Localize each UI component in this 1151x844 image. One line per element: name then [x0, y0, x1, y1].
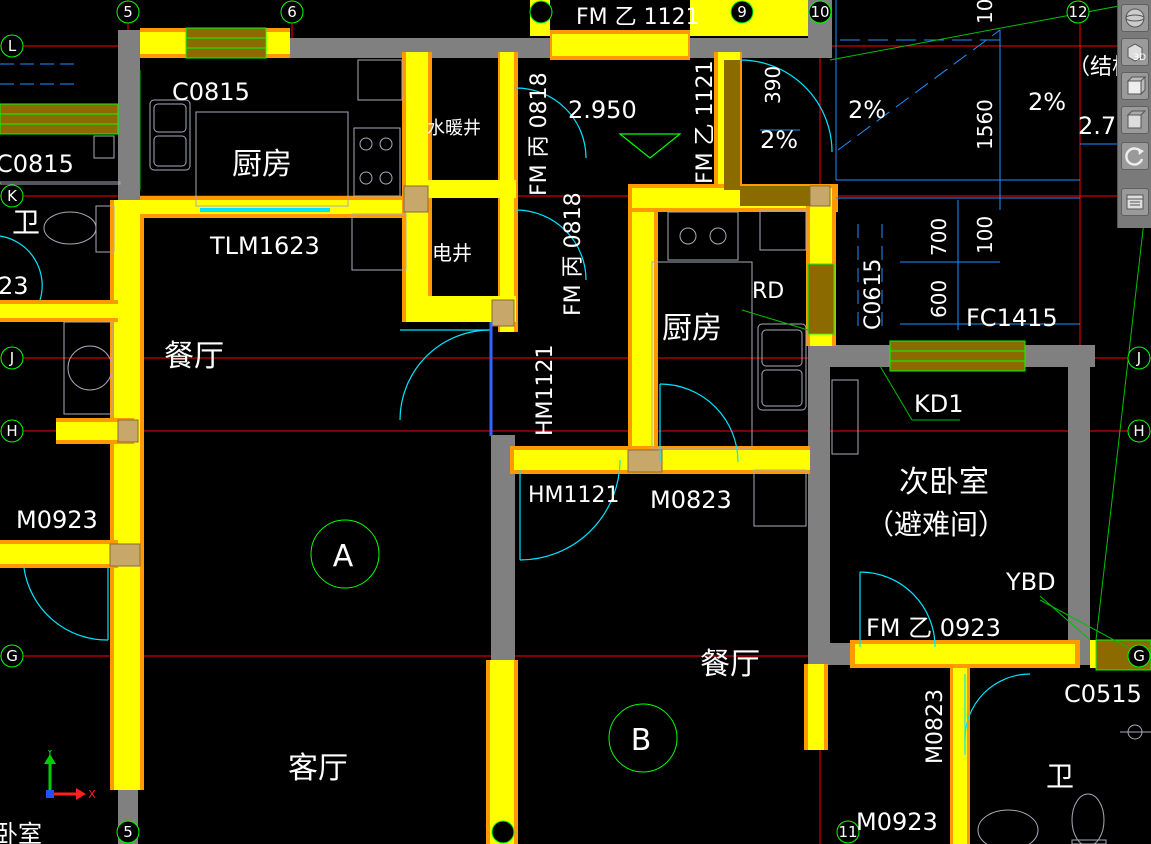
cube-view-icon[interactable]	[1121, 72, 1149, 100]
walls	[0, 0, 1120, 844]
axis-label-h-right: H	[1133, 422, 1144, 440]
tag-kd1: KD1	[914, 390, 964, 418]
axis-label-6: 6	[287, 3, 297, 21]
tag-c0815-b: C0815	[0, 150, 74, 178]
tag-dim-600: 600	[927, 280, 951, 318]
fixtures	[0, 59, 1151, 844]
elevation-marker	[618, 133, 682, 159]
tag-c0515: C0515	[1064, 680, 1142, 708]
tag-dim-700: 700	[927, 218, 951, 256]
tag-hm1121-h: HM1121	[528, 483, 620, 508]
concrete-columns	[118, 0, 1095, 844]
tag-elevation: 2.950	[568, 96, 637, 124]
axis-label-9: 9	[737, 3, 747, 21]
room-kitchen-left: 厨房	[232, 147, 292, 182]
axis-labels: 5 6 9 10 12 5 11 L K J H G J H G	[6, 3, 1145, 841]
room-bedroom: 次卧室	[899, 465, 989, 500]
tag-m0823-h: M0823	[650, 486, 732, 514]
room-bath-right: 卫	[1046, 760, 1074, 793]
tag-fm-yi-1121-top: FM 乙 1121	[576, 5, 700, 30]
dimension-lines	[0, 0, 1151, 330]
room-bath-left: 卫	[12, 206, 40, 239]
tag-fm-bing-0818-a: FM 丙 0818	[527, 72, 552, 196]
axis-label-h-left: H	[6, 422, 17, 440]
leader-lines	[741, 309, 1091, 641]
tag-ybd: YBD	[1005, 568, 1056, 596]
tag-fm-yi-1121-side: FM 乙 1121	[693, 60, 718, 184]
room-electric-shaft: 电井	[432, 241, 472, 265]
axis-label-l: L	[8, 37, 17, 55]
tag-dim-100: 100	[973, 216, 997, 254]
3d-view-button[interactable]: 3D	[1121, 38, 1149, 66]
axis-label-5-top: 5	[123, 3, 133, 21]
tag-dim-1560: 1560	[973, 99, 997, 150]
view-toolbar: 3D	[1117, 0, 1151, 228]
room-bedroom-sub: （避难间）	[866, 508, 1006, 541]
3d-view-label: 3D	[1133, 53, 1146, 63]
axis-label-11: 11	[838, 823, 857, 841]
door-arcs	[0, 59, 1031, 755]
axis-label-g-left: G	[6, 647, 18, 665]
tag-fm-bing-0818-b: FM 丙 0818	[561, 192, 586, 316]
ucs-icon: Y X	[44, 750, 96, 801]
room-partial-bottom-left: 卧室	[0, 820, 42, 844]
room-dining-left: 餐厅	[164, 339, 224, 374]
tag-fc1415: FC1415	[966, 304, 1058, 332]
tag-rd: RD	[752, 279, 784, 304]
tag-c0815-a: C0815	[172, 78, 250, 106]
view-manager-icon[interactable]	[1121, 188, 1149, 216]
tag-dim-100-top: 100	[973, 0, 997, 24]
room-dining-right: 餐厅	[700, 647, 760, 682]
tag-m0923-bottom: M0923	[856, 808, 938, 836]
tag-partial-23: 23	[0, 272, 29, 300]
hatched-columns	[109, 185, 831, 567]
tag-slope-c: 2%	[1028, 88, 1066, 116]
axis-label-g-right: G	[1133, 647, 1145, 665]
unit-label-b: B	[631, 723, 652, 758]
tag-dim-390: 390	[761, 66, 785, 104]
room-kitchen-right: 厨房	[662, 311, 722, 346]
ucs-y-label: Y	[46, 750, 54, 759]
tag-m0923-left: M0923	[16, 506, 98, 534]
tag-slope-a: 2%	[760, 126, 798, 154]
room-labels: 厨房 厨房 餐厅 餐厅 客厅 次卧室 （避难间） 水暖井 电井 卫 卫 卧室	[0, 118, 1074, 844]
rotate-icon[interactable]	[1121, 142, 1149, 170]
orbit-sphere-icon[interactable]	[1121, 4, 1149, 32]
tag-fm-yi-0923: FM 乙 0923	[866, 614, 1001, 642]
room-living: 客厅	[288, 751, 348, 786]
box-view-icon[interactable]	[1121, 106, 1149, 134]
tag-hm1121-v: HM1121	[533, 344, 558, 436]
windows	[0, 27, 1151, 671]
tag-c0615: C0615	[861, 259, 886, 330]
tag-tlm1623: TLM1623	[209, 232, 320, 260]
axis-label-j-right: J	[1136, 349, 1141, 367]
ucs-x-label: X	[88, 788, 96, 801]
tag-slope-b: 2%	[848, 96, 886, 124]
room-water-shaft: 水暖井	[427, 118, 481, 139]
axis-label-10: 10	[810, 3, 829, 21]
axis-label-j-left: J	[9, 349, 14, 367]
axis-label-k: K	[7, 187, 18, 205]
tag-m0823-v: M0823	[923, 689, 948, 764]
unit-label-a: A	[333, 539, 354, 574]
axis-label-5-bottom: 5	[123, 823, 133, 841]
axis-label-12: 12	[1068, 3, 1087, 21]
